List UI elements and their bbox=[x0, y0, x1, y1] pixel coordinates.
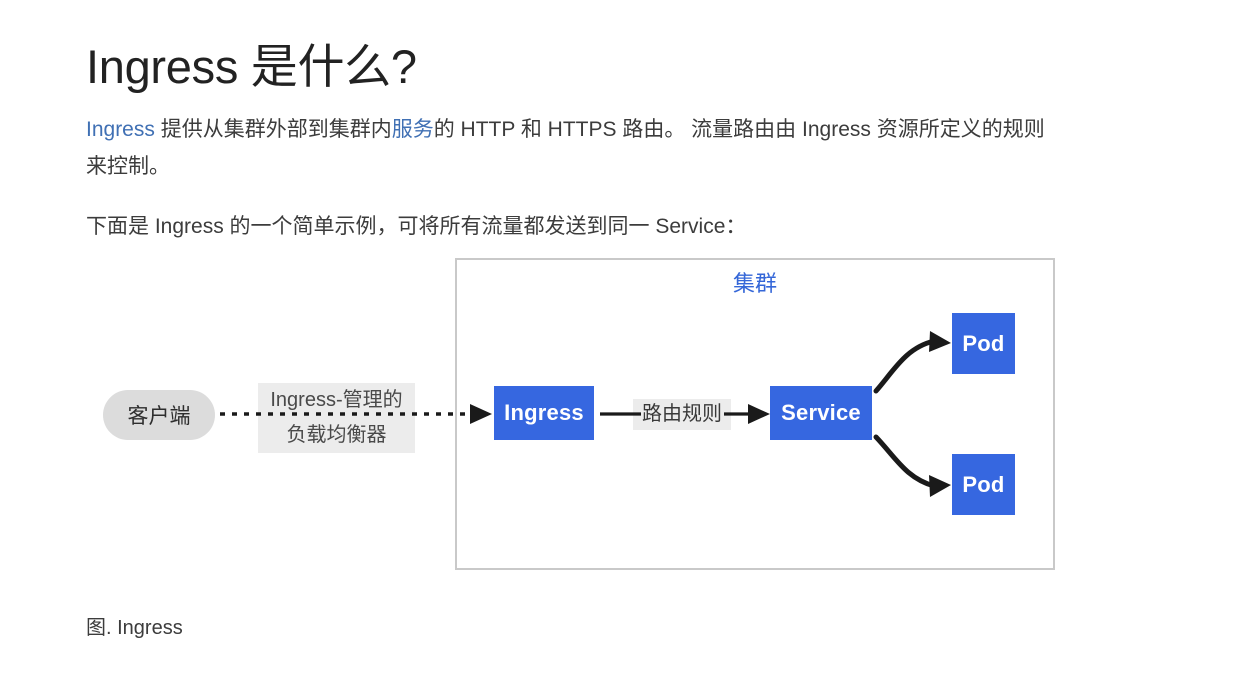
link-service[interactable]: 服务 bbox=[391, 118, 434, 141]
figure-caption: 图. Ingress bbox=[86, 617, 183, 639]
paragraph-intro-text-1: 提供从集群外部到集群内 bbox=[154, 118, 392, 141]
node-service[interactable]: Service bbox=[770, 386, 872, 440]
node-pod-top[interactable]: Pod bbox=[952, 313, 1015, 374]
edge-label-load-balancer: Ingress-管理的负载均衡器 bbox=[258, 383, 415, 453]
page-title: Ingress 是什么? bbox=[86, 40, 417, 94]
paragraph-intro-text-2: 的 HTTP 和 HTTPS 路由。 流量路由由 Ingress 资源所定义的规… bbox=[86, 118, 1045, 178]
link-ingress[interactable]: Ingress bbox=[86, 118, 155, 141]
paragraph-intro: Ingress 提供从集群外部到集群内服务的 HTTP 和 HTTPS 路由。 … bbox=[86, 111, 1061, 185]
edge-label-load-balancer-line1: Ingress-管理的 bbox=[270, 389, 403, 411]
edge-label-load-balancer-line2: 负载均衡器 bbox=[286, 424, 387, 446]
node-pod-bottom[interactable]: Pod bbox=[952, 454, 1015, 515]
node-ingress[interactable]: Ingress bbox=[494, 386, 594, 440]
cluster-label: 集群 bbox=[732, 271, 777, 296]
node-client[interactable]: 客户端 bbox=[103, 390, 215, 440]
edge-label-routing-rules: 路由规则 bbox=[633, 399, 731, 430]
paragraph-example: 下面是 Ingress 的一个简单示例，可将所有流量都发送到同一 Service… bbox=[86, 215, 747, 238]
